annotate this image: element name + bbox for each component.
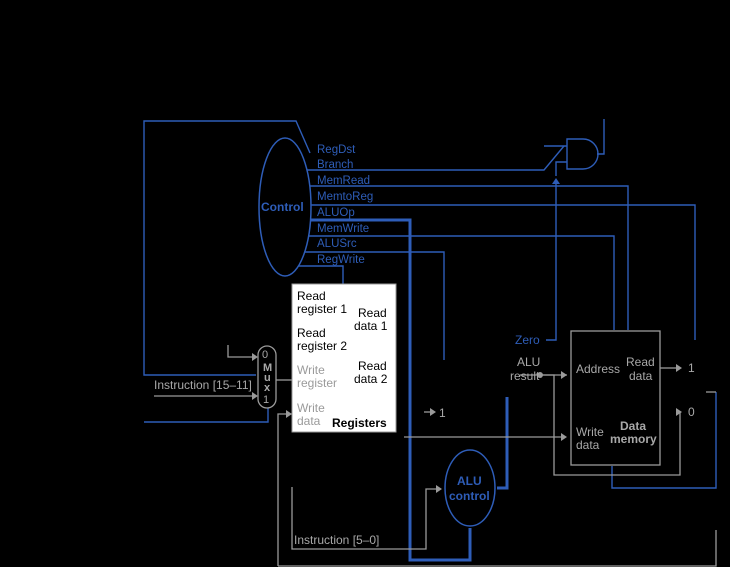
signal-memwrite: MemWrite <box>317 223 369 235</box>
write-data-arrow <box>286 410 292 418</box>
alu-result-bypass-wire <box>540 374 681 476</box>
bottom-return-wire <box>278 530 717 567</box>
aluop-wire <box>304 218 472 562</box>
instruction-15-11-label: Instruction [15–11] <box>154 378 252 392</box>
alu-control-out <box>497 397 509 490</box>
regwrite-wire <box>296 265 344 284</box>
signal-alusrc: ALUSrc <box>317 238 357 250</box>
alu-result-line1: ALU <box>517 355 540 369</box>
zero-wire <box>546 184 557 341</box>
control-unit <box>258 137 312 277</box>
signal-regdst: RegDst <box>317 144 356 156</box>
read-register-2-line1: Read <box>297 326 326 340</box>
and-in-zero <box>555 161 567 176</box>
branch-wire <box>300 145 565 171</box>
alu-control-line1: ALU <box>457 474 482 488</box>
registers-block <box>291 283 397 433</box>
memory-address-label: Address <box>576 362 620 376</box>
and-out-wire <box>597 119 605 155</box>
zero-arrow <box>552 178 560 184</box>
write-data-line1: Write <box>297 401 325 415</box>
write-data-wire <box>277 413 292 566</box>
signal-memtoreg: MemtoReg <box>317 191 373 203</box>
mux-letter-m: M <box>263 362 272 374</box>
mux-select-wire <box>144 407 269 423</box>
control-signal-labels: RegDst Branch MemRead MemtoReg ALUOp Mem… <box>317 144 373 266</box>
data-memory-block <box>570 330 661 466</box>
and-gate <box>566 138 599 170</box>
mux-in0-arrow <box>252 353 258 361</box>
regdst-wire <box>143 120 311 376</box>
memory-write-data-line2: data <box>576 438 600 452</box>
mux-letter-u: u <box>264 372 271 384</box>
mux-input-1: 1 <box>263 394 269 406</box>
signal-regwrite: RegWrite <box>317 254 365 266</box>
instr-5-0-wire <box>291 487 440 550</box>
alusrc-wire <box>304 251 445 360</box>
instruction-5-0-label: Instruction [5–0] <box>294 533 379 547</box>
read-register-1-line2: register 1 <box>297 302 347 316</box>
mux-mem-1-arrow <box>676 364 682 372</box>
alusrc-mux-1-label: 1 <box>439 406 446 420</box>
read-register-2-line2: register 2 <box>297 339 347 353</box>
control-label: Control <box>261 200 304 214</box>
registers-title: Registers <box>332 416 387 430</box>
signal-branch: Branch <box>317 159 353 171</box>
memory-mux-wire <box>611 392 717 489</box>
mem-mux-1-label: 1 <box>688 361 695 375</box>
memory-read-data-line1: Read <box>626 355 655 369</box>
alu-result-line2: result <box>510 369 540 383</box>
alu-control-line2: control <box>449 489 490 503</box>
memread-wire <box>304 185 629 330</box>
write-data-mem-arrow <box>561 433 567 441</box>
read-register-1-line1: Read <box>297 289 326 303</box>
mux-letter-x: x <box>264 382 271 394</box>
instr-15-11-arrow <box>252 392 258 400</box>
write-register-line1: Write <box>297 363 325 377</box>
write-data-line2: data <box>297 414 321 428</box>
alu-control-unit <box>444 449 496 527</box>
memory-title-line2: memory <box>610 432 657 446</box>
zero-label: Zero <box>515 333 540 347</box>
memory-read-data-line2: data <box>629 369 653 383</box>
alusrc-in1-arrow <box>430 408 436 416</box>
signal-aluop: ALUOp <box>317 207 355 219</box>
memory-write-data-line1: Write <box>576 425 604 439</box>
mux-input-0: 0 <box>262 349 268 361</box>
memwrite-wire <box>304 235 615 330</box>
mem-mux-0-label: 0 <box>688 405 695 419</box>
memory-title-line1: Data <box>620 419 646 433</box>
regdst-mux <box>257 345 277 409</box>
address-arrow <box>561 371 567 379</box>
read-data-1-line2: data 1 <box>354 319 388 333</box>
read-data-2-line2: data 2 <box>354 372 388 386</box>
mux-mem-0-arrow <box>676 408 682 416</box>
write-register-line2: register <box>297 376 337 390</box>
read-data-2-line1: Read <box>358 359 387 373</box>
read-data-1-line1: Read <box>358 306 387 320</box>
memtoreg-wire <box>304 204 696 340</box>
alu-control-in-arrow <box>436 485 442 493</box>
mux-in0-wire <box>227 345 256 358</box>
signal-memread: MemRead <box>317 175 370 187</box>
